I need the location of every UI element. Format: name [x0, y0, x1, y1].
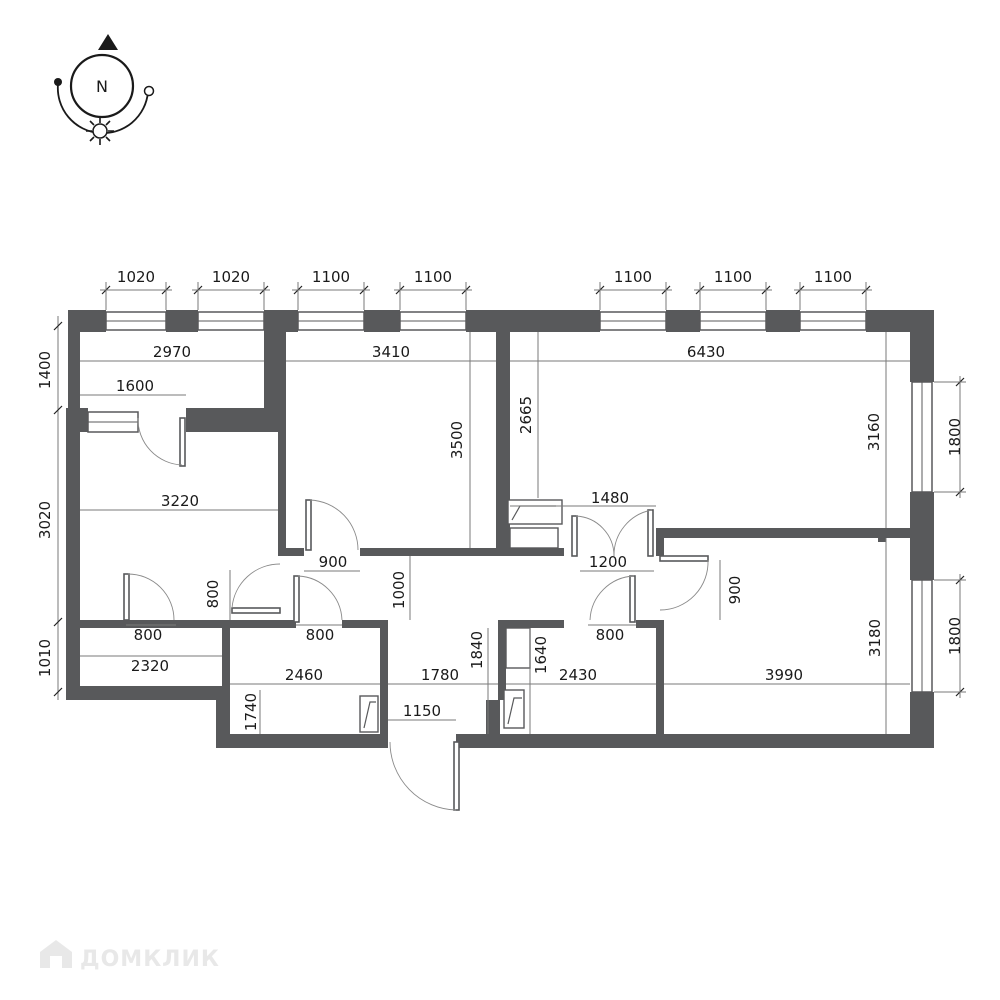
- dim-right-1800-top: 1800: [946, 418, 964, 456]
- dim-left-1400: 1400: [36, 351, 54, 389]
- dim-room-1000: 1000: [390, 571, 408, 609]
- dim-room-2970: 2970: [153, 343, 191, 361]
- dim-door-900-a: 900: [319, 553, 348, 571]
- dim-win-5: 1100: [614, 268, 652, 286]
- dim-room-2320: 2320: [131, 657, 169, 675]
- dim-left-1010: 1010: [36, 639, 54, 677]
- windows: [87, 311, 933, 693]
- watermark: ДОМКЛИК: [40, 940, 220, 972]
- dim-win-2: 1020: [212, 268, 250, 286]
- dim-room-1600: 1600: [116, 377, 154, 395]
- dim-door-800-c: 800: [306, 626, 335, 644]
- sink-icon: [505, 627, 531, 669]
- sunset-dot: [143, 85, 155, 97]
- sunrise-dot: [54, 78, 62, 86]
- dim-room-3990: 3990: [765, 666, 803, 684]
- dim-room-3410: 3410: [372, 343, 410, 361]
- sun-icon: [86, 117, 114, 145]
- dim-room-2430: 2430: [559, 666, 597, 684]
- watermark-brand: ДОМКЛИК: [80, 947, 220, 972]
- doors: [123, 417, 709, 811]
- dim-room-3160: 3160: [865, 413, 883, 451]
- dim-door-800-d: 800: [596, 626, 625, 644]
- dim-room-1480: 1480: [591, 489, 629, 507]
- dimension-lines: [53, 282, 966, 734]
- dim-room-3500: 3500: [448, 421, 466, 459]
- fixtures: [359, 499, 563, 733]
- dimension-labels: 1020 1020 1100 1100 1100 1100 1100 1400 …: [36, 268, 964, 731]
- window-3: [297, 311, 365, 331]
- dim-room-1840: 1840: [468, 631, 486, 669]
- dim-win-3: 1100: [312, 268, 350, 286]
- dim-win-1: 1020: [117, 268, 155, 286]
- dim-door-800-b: 800: [134, 626, 163, 644]
- window-6: [699, 311, 767, 331]
- walls: [66, 310, 934, 748]
- window-kitchen-left: [87, 411, 139, 433]
- toilet-icon: [503, 689, 525, 729]
- dim-room-2665: 2665: [517, 396, 535, 434]
- dim-win-6: 1100: [714, 268, 752, 286]
- window-5: [599, 311, 667, 331]
- window-7: [799, 311, 867, 331]
- dim-room-2460: 2460: [285, 666, 323, 684]
- dim-room-6430: 6430: [687, 343, 725, 361]
- north-label: N: [96, 77, 108, 96]
- dim-room-1740: 1740: [242, 693, 260, 731]
- window-4: [399, 311, 467, 331]
- compass-circle: [69, 53, 135, 119]
- dim-door-1150: 1150: [403, 702, 441, 720]
- dim-room-1640: 1640: [532, 636, 550, 674]
- window-2: [197, 311, 265, 331]
- toilet-icon-2: [359, 695, 379, 733]
- dim-room-3180: 3180: [866, 619, 884, 657]
- dim-room-1780: 1780: [421, 666, 459, 684]
- dim-door-800-a: 800: [204, 580, 222, 609]
- dim-right-1800-bottom: 1800: [946, 617, 964, 655]
- north-arrow-icon: [98, 34, 118, 50]
- window-right-bottom: [911, 579, 933, 693]
- window-right-top: [911, 381, 933, 493]
- dim-door-900-b: 900: [726, 576, 744, 605]
- window-1: [105, 311, 167, 331]
- dim-win-4: 1100: [414, 268, 452, 286]
- compass: N: [54, 34, 155, 145]
- dim-left-3020: 3020: [36, 501, 54, 539]
- dim-room-3220: 3220: [161, 492, 199, 510]
- dim-win-7: 1100: [814, 268, 852, 286]
- dim-door-1200: 1200: [589, 553, 627, 571]
- washer-icon: [509, 527, 559, 549]
- house-logo-icon: [40, 940, 72, 968]
